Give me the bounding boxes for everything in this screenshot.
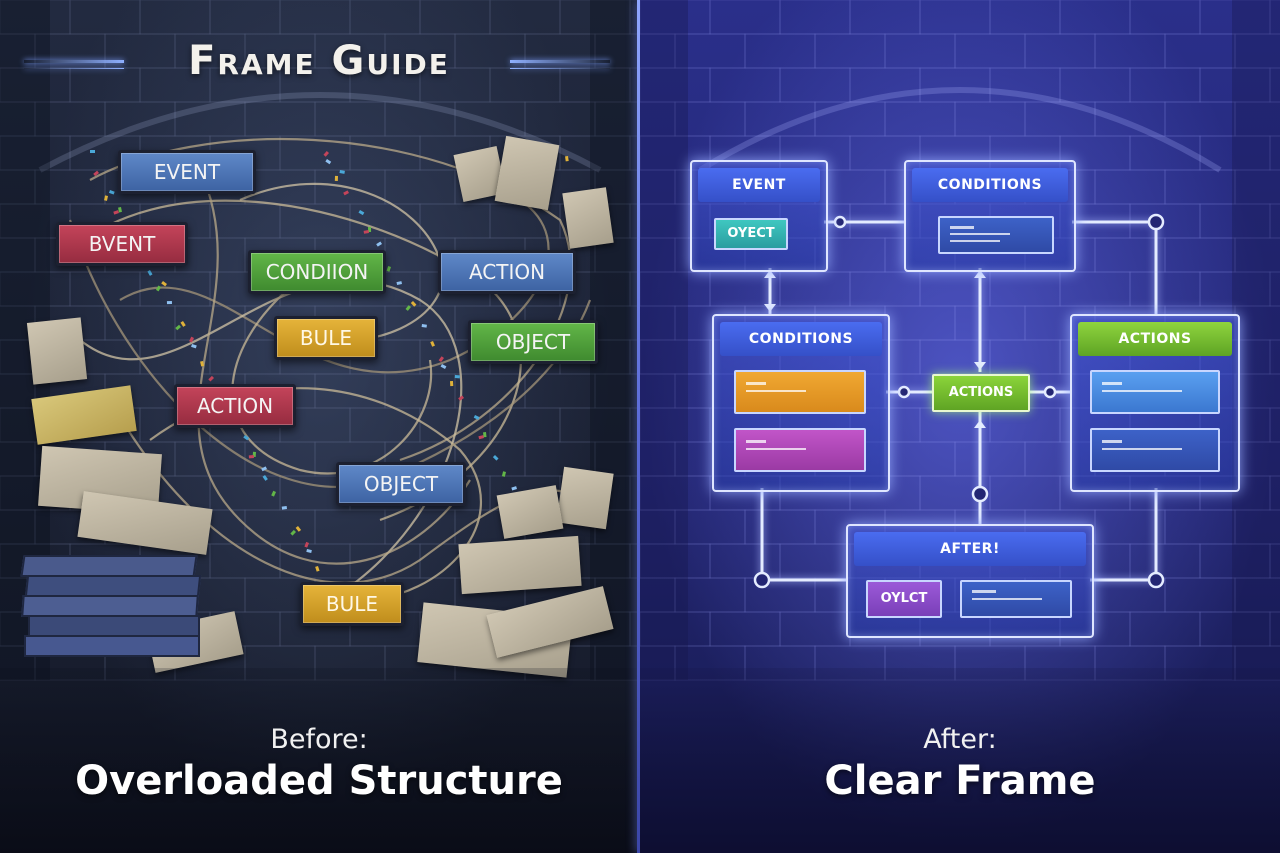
tag-object: OBJECT <box>336 462 466 506</box>
before-panel: EVENT BVENT CONDIION ACTION BULE OBJECT … <box>0 0 638 853</box>
tag-object: OBJECT <box>468 320 598 364</box>
tag-bule: BULE <box>274 316 378 360</box>
frame-conditions-top: CONDITIONS <box>904 160 1076 272</box>
frame-conditions-title: CONDITIONS <box>720 322 882 356</box>
panel-divider <box>637 0 641 853</box>
scattered-note <box>26 317 88 385</box>
frame-actions-slot-2 <box>1090 428 1220 472</box>
after-label: After: <box>923 724 997 755</box>
before-headline: Overloaded Structure <box>75 758 563 804</box>
frame-after: AFTER! OYLCT <box>846 524 1094 638</box>
floor <box>640 668 1280 853</box>
glowing-wall-background <box>640 0 1280 681</box>
frame-after-title: AFTER! <box>854 532 1086 566</box>
frame-event-title: EVENT <box>698 168 820 202</box>
actions-middle-node: ACTIONS <box>932 374 1030 412</box>
title-rule-right <box>510 60 610 63</box>
frame-conditions-top-title: CONDITIONS <box>912 168 1068 202</box>
tag-bule: BULE <box>300 582 404 626</box>
frame-actions-slot-1 <box>1090 370 1220 414</box>
scattered-note <box>556 466 614 530</box>
floor <box>0 668 638 853</box>
frame-actions-title: ACTIONS <box>1078 322 1232 356</box>
scattered-note <box>494 135 560 211</box>
frame-conditions-top-slot <box>938 216 1054 254</box>
tag-condition: CONDIION <box>248 250 386 294</box>
frame-connectors <box>753 213 1165 589</box>
frame-conditions-slot-2 <box>734 428 866 472</box>
frame-conditions-slot-1 <box>734 370 866 414</box>
frame-conditions: CONDITIONS <box>712 314 890 492</box>
tag-action: ACTION <box>438 250 576 294</box>
tag-action: ACTION <box>174 384 296 428</box>
title-rule-left-thin <box>24 68 124 69</box>
frame-event: EVENT OYECT <box>690 160 828 272</box>
scattered-note <box>458 535 582 595</box>
tag-bvent: BVENT <box>56 222 188 266</box>
frame-after-slot-1: OYLCT <box>866 580 942 618</box>
title-rule-left <box>24 60 124 63</box>
title-rule-right-thin <box>510 68 610 69</box>
tag-event: EVENT <box>118 150 256 194</box>
frame-event-slot: OYECT <box>714 218 788 250</box>
before-label: Before: <box>270 724 368 755</box>
scattered-note <box>562 187 614 249</box>
after-panel: EVENT OYECT CONDITIONS CONDITIONS ACTION… <box>640 0 1280 853</box>
frame-after-slot-2 <box>960 580 1072 618</box>
page-title: Frame Guide <box>188 38 450 84</box>
after-headline: Clear Frame <box>824 758 1096 804</box>
frame-actions: ACTIONS <box>1070 314 1240 492</box>
book-stack <box>20 555 202 657</box>
